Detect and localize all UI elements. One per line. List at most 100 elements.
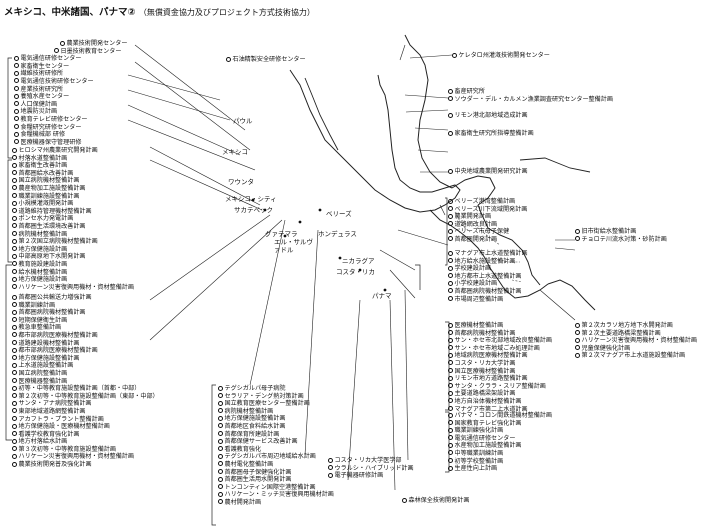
list-item: 家畜衛生研究所指導整備計画 — [448, 130, 534, 138]
list-item: 第２次主要道路橋梁整備計画 — [575, 330, 697, 338]
salvador-project-list: 首都圏公共輸送力増強計画 職業訓練計画 首都圏病院機材整備計画 短期保健衛生計画… — [12, 294, 159, 469]
list-item: ハリケーン・ミッチ災害復興用機材計画 — [218, 491, 334, 499]
list-item: テグシガルパ市周辺地域給水計画 — [218, 453, 334, 461]
border-guatemala — [454, 211, 471, 233]
place-panama: パナマ — [372, 292, 392, 300]
list-item: ヒロシマ州農業研究開発計画 — [12, 147, 134, 155]
list-item: 地方自治体機材整備計画 — [448, 398, 552, 406]
list-item: 道路網改良計画 — [448, 221, 527, 229]
list-item: マナグア市第二上水道計画 — [448, 406, 552, 414]
list-item: 道路建設機材整備計画 — [12, 340, 159, 348]
panama-single-label: 森林保全技術開発計画 — [402, 497, 469, 505]
list-item: 小規模灌漑開発計画 — [12, 200, 134, 208]
list-brackets — [5, 57, 450, 526]
mexico-project-list: 農業技術開発センター 日墨技術教育センター 電気通信研修センター 家畜衛生センタ… — [14, 40, 127, 146]
list-item: 教育テレビ研修センター — [14, 116, 127, 124]
list-item: ベリーズ川下流域開発計画 — [448, 206, 527, 214]
list-item: 家畜衛生センター — [14, 63, 127, 71]
list-item: 給水機材整備計画 — [12, 269, 134, 277]
list-item: 電気通信技術研修センター — [14, 78, 127, 86]
list-item: 中等職業訓練計画 — [448, 450, 552, 458]
list-item: 東部地域道路網整備計画 — [12, 408, 159, 416]
list-item: 国立病院機材整備計画 — [12, 177, 134, 185]
central-america-outline — [429, 209, 549, 299]
list-item: 首都圏生活環境改善計画 — [12, 223, 134, 231]
list-item: 地震防災計画 — [14, 108, 127, 116]
list-item: 上水道施設整備計画 — [12, 362, 159, 370]
place-guatemala: グァテマラ — [265, 230, 298, 238]
list-item: 旧市街給水整備計画 — [575, 228, 667, 236]
south-america-outline — [547, 279, 596, 311]
list-item: 地方村落給水計画 — [12, 438, 159, 446]
place-huacuilla: ワウンタ — [228, 178, 254, 186]
list-item: 日墨技術教育センター — [14, 48, 127, 56]
list-item: 国立教育医療センター整備計画 — [218, 400, 334, 408]
list-item: 農産物加工施設整備計画 — [12, 185, 134, 193]
list-item: 地方給水施設整備計画 — [448, 258, 528, 266]
place-el-salvador: エル・サルヴァドル — [274, 238, 313, 254]
list-item: ハリケーン災害復興用機材・資材整備計画 — [575, 337, 697, 345]
list-item: 電気通信研修センター — [448, 435, 552, 443]
panama-project-list: パナマ・コロン間鉄道機材整備計画 国家教育テレビ強化計画 職業訓練強化計画 電気… — [448, 412, 552, 473]
list-item: 地方保健施設計画 — [12, 246, 134, 254]
list-item: 地域病院医療機材整備計画 — [448, 352, 552, 360]
list-item: 首都圏開発計画 — [448, 236, 527, 244]
list-item: 看護学校教育強化計画 — [12, 431, 159, 439]
list-item: 畜産研究所 — [448, 88, 613, 96]
list-item: 国立医療機材整備計画 — [448, 368, 552, 376]
list-item: サンタ・アナ病院整備計画 — [12, 400, 159, 408]
list-item: コスタ・リカ大学計画 — [448, 360, 552, 368]
title-main: メキシコ、中米諸国、パナマ② — [4, 7, 136, 18]
list-item: 国立病院整備計画 — [12, 370, 159, 378]
list-item: 繊維技術研修所 — [14, 70, 127, 78]
list-item: 食糧機械部 研修 — [14, 131, 127, 139]
list-item: ソウダー・デル・カルメン漁業調査研究センター整備計画 — [448, 96, 613, 104]
list-item: 児童保健強化計画 — [575, 345, 697, 353]
list-item: 森林保全技術開発計画 — [402, 497, 469, 505]
right-mid-list-3: 家畜衛生研究所指導整備計画 — [448, 130, 534, 138]
list-item: 農業技術開発センター — [14, 40, 127, 48]
list-item: 病院機材整備計画 — [218, 408, 334, 416]
list-item: パナマ・コロン間鉄道機材整備計画 — [448, 412, 552, 420]
list-item: 養殖水産センター — [14, 93, 127, 101]
title-sub: （無償資金協力及びプロジェクト方式技術協力） — [138, 8, 315, 17]
honduras-project-list: テグシガルパ母子病院 セラリア・デング熱対策計画 国立教育医療センター整備計画 … — [218, 385, 334, 507]
place-costa-rica: コスタ・リカ — [336, 268, 375, 276]
list-item: 首都圏病院機材整備計画 — [12, 309, 159, 317]
list-item: 首都圏生活用水開発計画 — [218, 476, 334, 484]
list-item: 首都圏給水改善計画 — [12, 170, 134, 178]
list-item: コスタ・リカ大学医学部 — [328, 457, 414, 465]
list-item: 首都圏母子保健強化計画 — [218, 469, 334, 477]
list-item: 村落水道整備計画 — [12, 155, 134, 163]
list-item: 地方保健施設・医療機材整備計画 — [12, 423, 159, 431]
list-item: 地方保健施設整備計画 — [218, 415, 334, 423]
border-costarica — [511, 279, 523, 283]
nicaragua-right-list: 第２次カラソ地方地下水開発計画 第２次主要道路橋梁整備計画 ハリケーン災害復興用… — [575, 322, 697, 360]
list-item: 学校建設計画 — [448, 265, 528, 273]
list-item: 都市部病院医療機材整備計画 — [12, 347, 159, 355]
list-item: 第２次国立病院機材整備計画 — [12, 238, 134, 246]
right-mid-list-2: リモン港北部地域造成計画 — [448, 112, 528, 120]
list-item: 首都保育所建設計画 — [218, 431, 334, 439]
list-item: 医療機器保守管理研修 — [14, 139, 127, 147]
list-item: 医療機器整備計画 — [12, 378, 159, 386]
border-nicaragua — [494, 257, 520, 263]
list-item: 首都圏公共輸送力増強計画 — [12, 294, 159, 302]
list-item: 農業開発計画 — [448, 213, 527, 221]
list-item: サン・ホセ市北部地域改良整備計画 — [448, 337, 552, 345]
list-item: 石油精製安全研修センター — [226, 56, 306, 64]
list-item: 家畜衛生改善計画 — [12, 162, 134, 170]
baja-california-outline — [304, 77, 339, 151]
place-mexico: メキシコ — [222, 148, 248, 156]
costarica-project-list: 医療機材整備計画 首都病院機材整備計画 サン・ホセ市北部地域改良整備計画 サン・… — [448, 322, 552, 413]
central-america-caribbean — [477, 204, 541, 286]
list-item: 生産性向上計画 — [448, 465, 552, 473]
leader-lines — [127, 44, 576, 491]
border-honduras — [477, 227, 501, 246]
list-item: ポンセ水力発電計画 — [12, 215, 134, 223]
gulf-coast-outline — [404, 34, 453, 189]
place-honduras: ホンデュラス — [318, 230, 357, 238]
list-item: テグシガルパ母子病院 — [218, 385, 334, 393]
place-mexico-city: メキシコ・シティ — [225, 195, 277, 203]
list-item: ハリケーン災害復興用機材・資材整備計画 — [12, 284, 134, 292]
